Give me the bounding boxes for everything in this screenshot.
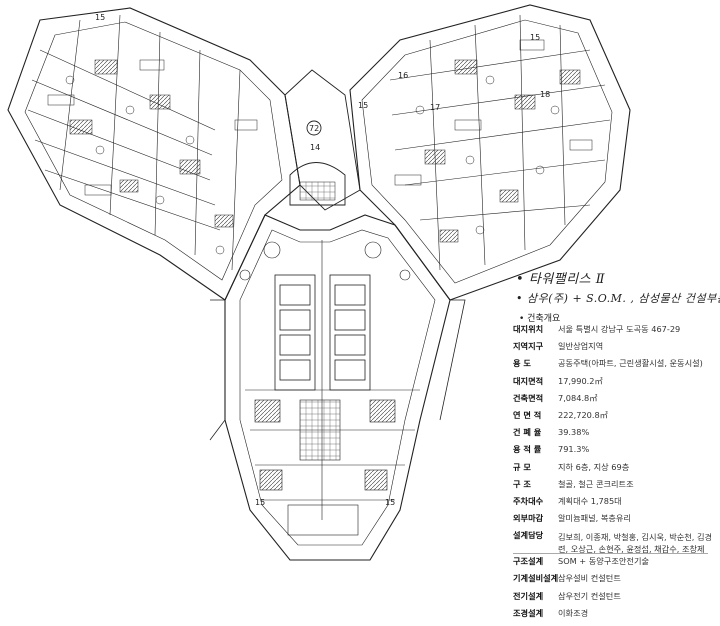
room-number: 15: [530, 33, 540, 42]
central-shaft: [209, 214, 466, 561]
right-wing: [349, 4, 631, 301]
room-number: 18: [540, 90, 550, 99]
room-number: 14: [310, 143, 320, 152]
left-wing: [7, 7, 301, 301]
circle-label: 72: [309, 124, 319, 133]
room-number: 16: [398, 71, 408, 80]
room-number: 15: [385, 498, 395, 507]
room-number: 15: [358, 101, 368, 110]
floor-plan: 72 14 15 16 17 18 15 15 15 15: [7, 4, 631, 561]
handwritten-title: • 타워팰리스 Ⅱ: [516, 272, 606, 287]
room-number: 17: [430, 103, 440, 112]
room-number: 15: [255, 498, 265, 507]
center-core-top: [284, 69, 361, 211]
room-number: 15: [95, 13, 105, 22]
section-title: • 건축개요: [519, 314, 561, 324]
handwritten-firm: • 삼우(주) + S.O.M. , 삼성물산 건설부문: [516, 292, 720, 305]
